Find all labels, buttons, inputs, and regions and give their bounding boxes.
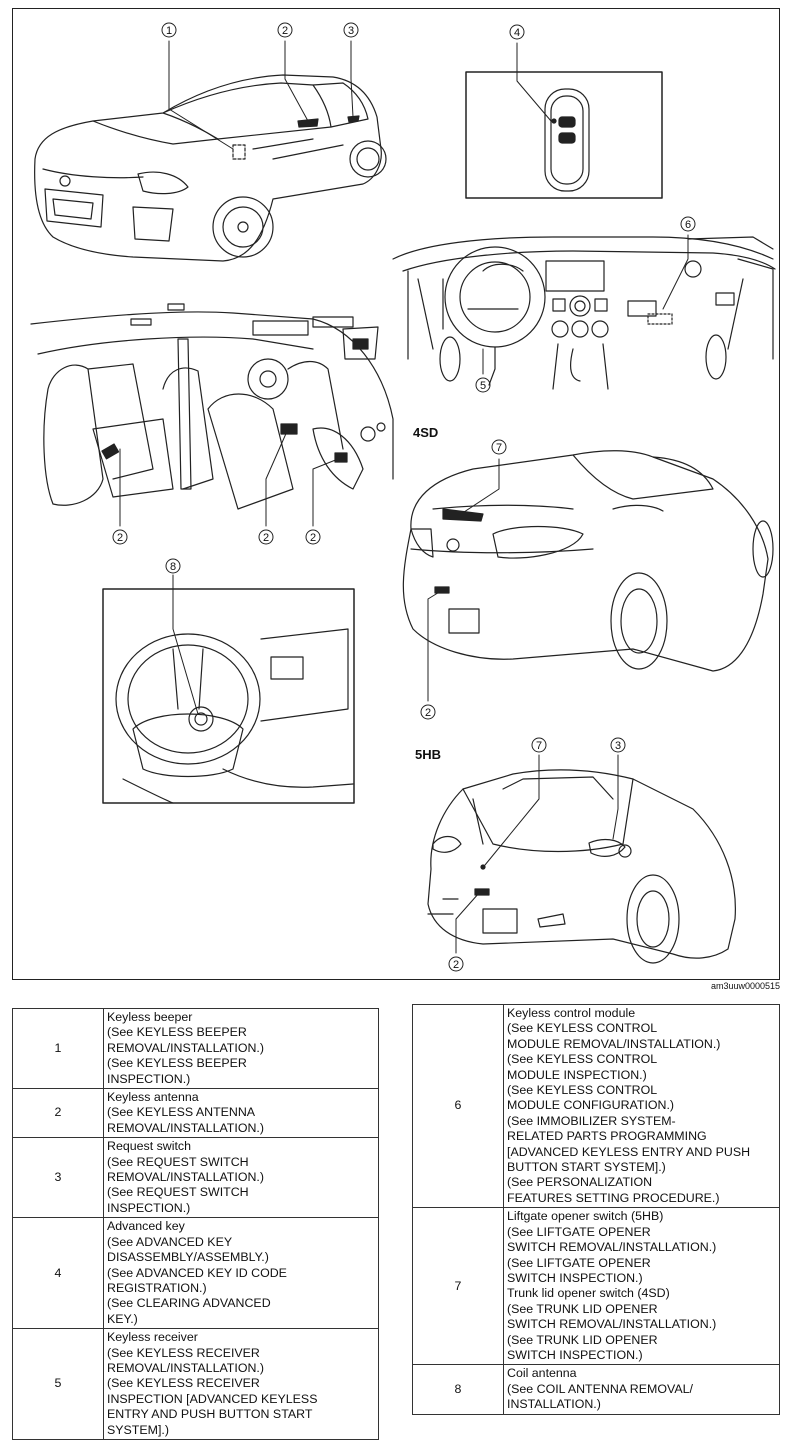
component-location-figure: 1 2 3 4 5 6 2 2 2 7 8 2 7 3 2 4SD 5HB: [12, 8, 780, 980]
parts-table-left: 1 Keyless beeper (See KEYLESS BEEPER REM…: [12, 1007, 379, 1440]
interior-illustration: [30, 303, 394, 510]
row-description: Liftgate opener switch (5HB) (See LIFTGA…: [503, 1207, 780, 1366]
figure-drawing: 1 2 3 4 5 6 2 2 2 7 8 2 7 3 2 4SD 5HB: [30, 22, 776, 972]
row-description: Keyless control module (See KEYLESS CONT…: [503, 1003, 780, 1209]
row-description: Keyless antenna (See KEYLESS ANTENNA REM…: [103, 1088, 379, 1139]
label-4sd: 4SD: [413, 425, 438, 440]
row-number: 6: [412, 1003, 504, 1209]
row-number: 4: [12, 1217, 104, 1330]
callout-5: 5: [480, 380, 486, 392]
advanced-key-illustration: [465, 71, 663, 199]
row-number: 7: [412, 1207, 504, 1366]
callout-1: 1: [166, 25, 172, 37]
table-row: 4 Advanced key (See ADVANCED KEY DISASSE…: [12, 1217, 379, 1330]
callout-4: 4: [514, 27, 520, 39]
front-car-illustration: [34, 74, 387, 262]
callout-2: 2: [453, 959, 459, 971]
callout-2: 2: [117, 532, 123, 544]
table-row: 6 Keyless control module (See KEYLESS CO…: [412, 1003, 780, 1209]
callout-8: 8: [170, 561, 176, 573]
table-row: 7 Liftgate opener switch (5HB) (See LIFT…: [412, 1207, 780, 1366]
callout-7: 7: [496, 442, 502, 454]
hatchback-rear-illustration: [427, 769, 736, 964]
row-description: Advanced key (See ADVANCED KEY DISASSEMB…: [103, 1217, 379, 1330]
dashboard-illustration: [392, 236, 776, 390]
callout-3: 3: [615, 740, 621, 752]
coil-antenna-illustration: [102, 588, 355, 804]
row-description: Coil antenna (See COIL ANTENNA REMOVAL/ …: [503, 1364, 780, 1415]
label-5hb: 5HB: [415, 747, 441, 762]
table-row: 2 Keyless antenna (See KEYLESS ANTENNA R…: [12, 1088, 379, 1139]
sedan-rear-illustration: [402, 450, 774, 672]
callout-6: 6: [685, 219, 691, 231]
callout-2: 2: [425, 707, 431, 719]
row-number: 2: [12, 1088, 104, 1139]
table-row: 3 Request switch (See REQUEST SWITCH REM…: [12, 1137, 379, 1219]
figure-code: am3uuw0000515: [710, 981, 780, 991]
row-number: 3: [12, 1137, 104, 1219]
callout-2: 2: [310, 532, 316, 544]
table-row: 8 Coil antenna (See COIL ANTENNA REMOVAL…: [412, 1364, 780, 1415]
table-row: 5 Keyless receiver (See KEYLESS RECEIVER…: [12, 1328, 379, 1440]
callout-leaders: [119, 40, 689, 954]
row-number: 1: [12, 1007, 104, 1090]
row-number: 8: [412, 1364, 504, 1415]
callout-7: 7: [536, 740, 542, 752]
callout-2: 2: [263, 532, 269, 544]
row-description: Request switch (See REQUEST SWITCH REMOV…: [103, 1137, 379, 1219]
callout-circles: [112, 22, 696, 972]
row-description: Keyless beeper (See KEYLESS BEEPER REMOV…: [103, 1007, 379, 1090]
table-row: 1 Keyless beeper (See KEYLESS BEEPER REM…: [12, 1007, 379, 1090]
row-description: Keyless receiver (See KEYLESS RECEIVER R…: [103, 1328, 379, 1440]
parts-table-right: 6 Keyless control module (See KEYLESS CO…: [412, 1003, 780, 1415]
callout-2: 2: [282, 25, 288, 37]
callout-3: 3: [348, 25, 354, 37]
row-number: 5: [12, 1328, 104, 1440]
